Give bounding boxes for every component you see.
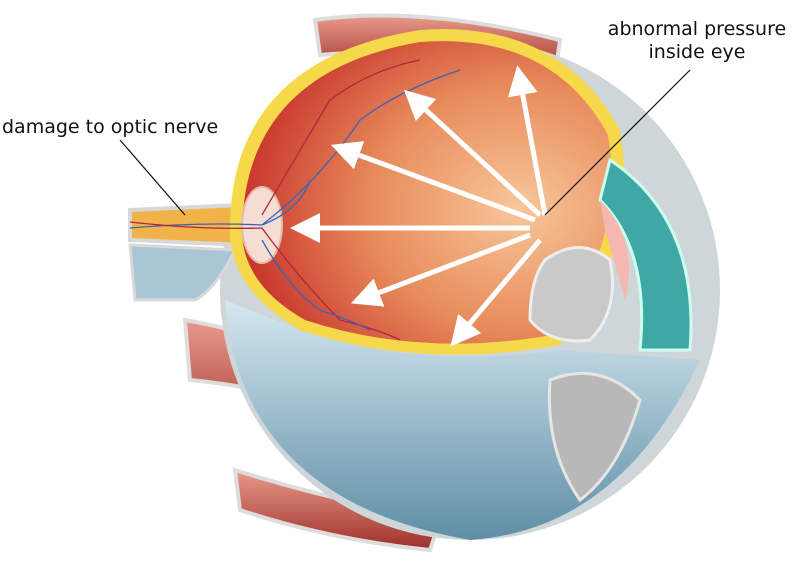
optic-nerve-sheath: [128, 243, 238, 302]
pressure-arrows: [290, 65, 548, 347]
lens: [528, 246, 614, 343]
pressure-leader: [544, 69, 691, 216]
optic-nerve-label: damage to optic nerve: [2, 116, 219, 138]
pressure-label-line1: abnormal pressure: [607, 18, 787, 40]
cornea: [598, 157, 693, 352]
pressure-label-line2: inside eye: [648, 41, 746, 63]
ciliary-body: [547, 371, 642, 503]
iris: [600, 200, 630, 300]
pressure-label: abnormal pressure inside eye: [602, 18, 792, 64]
blood-vessels: [129, 59, 461, 341]
optic-nerve-leader: [119, 139, 186, 216]
